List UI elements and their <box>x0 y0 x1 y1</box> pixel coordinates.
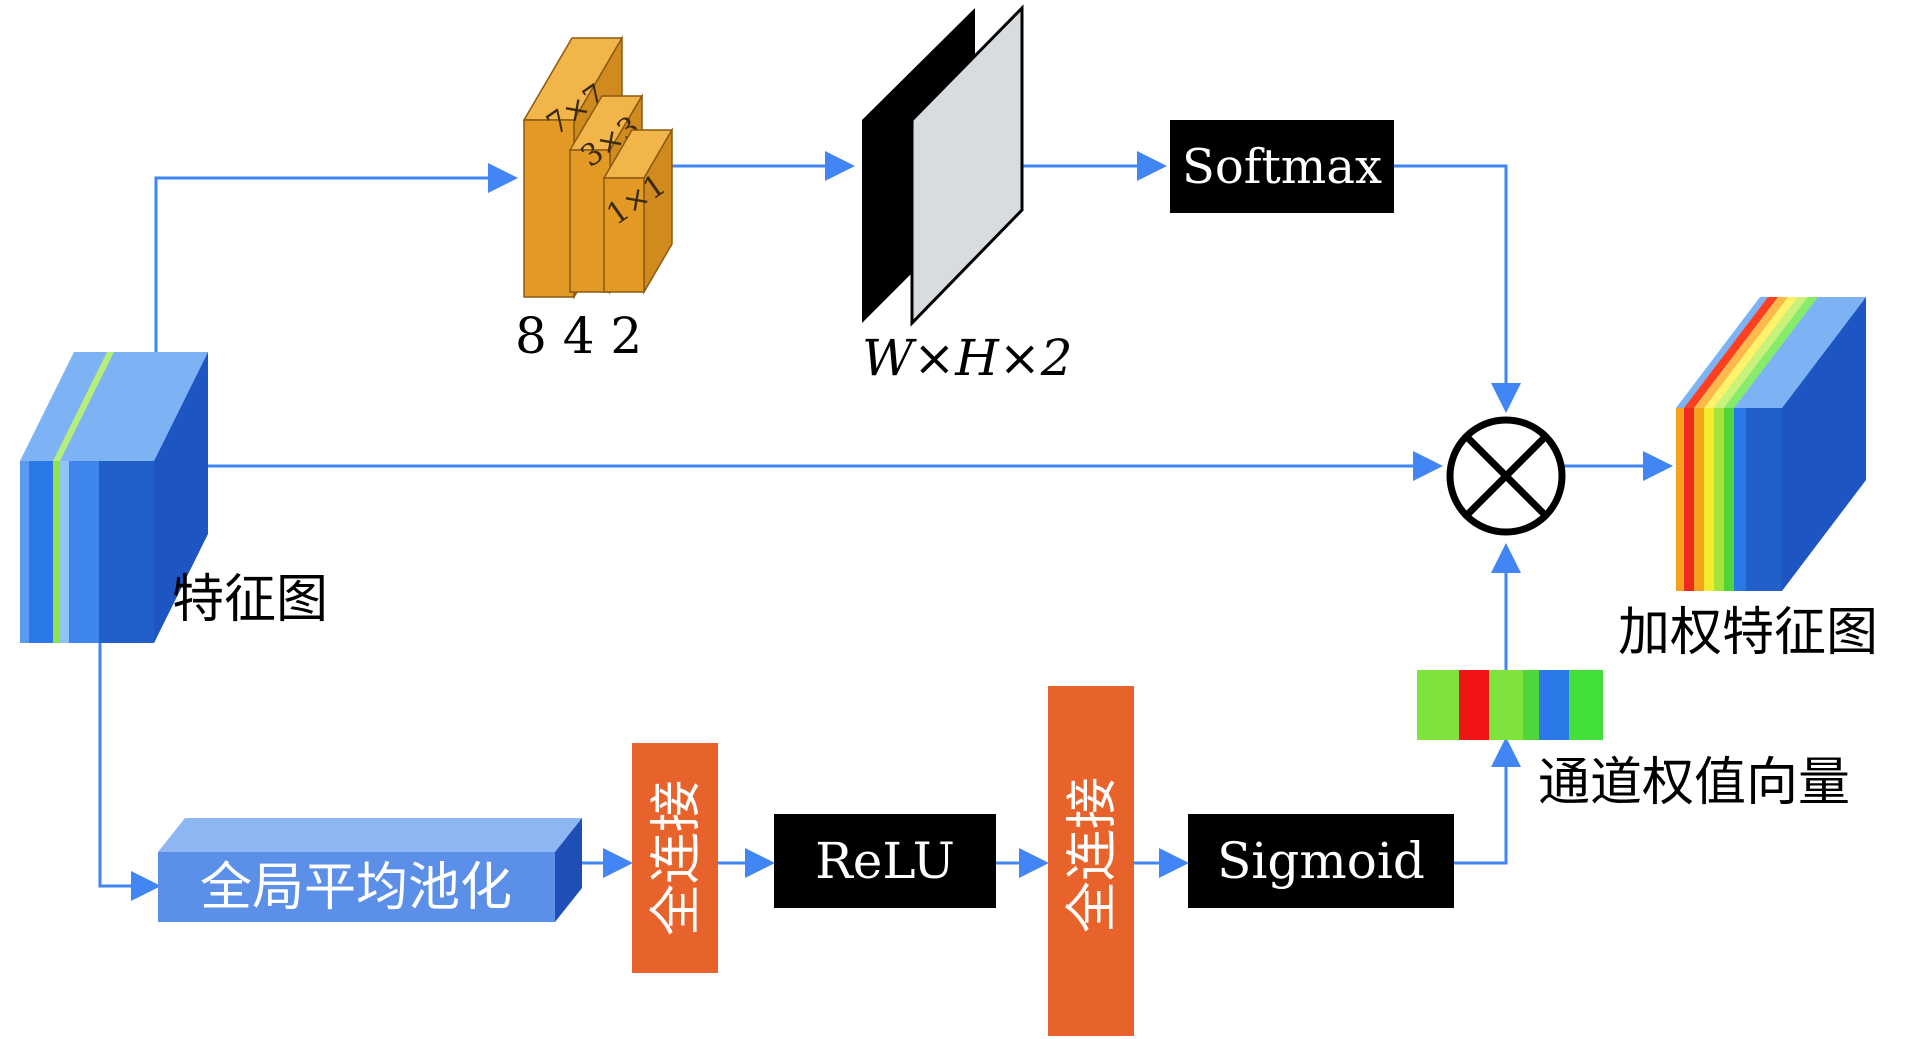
global-average-pooling-block: 全局平均池化 <box>158 818 582 922</box>
weight-vector-cell <box>1569 670 1603 740</box>
fully-connected-2: 全连接 <box>1048 686 1134 1036</box>
conv-kernel-stack: 7×7 3×3 1×1 8 4 2 <box>515 35 674 365</box>
arrow-feature-to-conv <box>154 163 518 352</box>
softmax-label: Softmax <box>1182 139 1382 195</box>
sigmoid-label: Sigmoid <box>1217 832 1425 890</box>
weighted-feature-map: 加权特征图 <box>1618 297 1878 663</box>
fully-connected-1: 全连接 <box>632 743 718 973</box>
attention-map-dims-label: W×H×2 <box>862 329 1073 387</box>
arrow-sigmoid-to-vector <box>1454 737 1521 865</box>
relu-block: ReLU <box>774 814 996 908</box>
attention-map-gray <box>910 4 1024 327</box>
weight-vector-cell <box>1489 670 1523 740</box>
weight-vector-cell <box>1523 670 1539 740</box>
sigmoid-block: Sigmoid <box>1188 814 1454 908</box>
channel-weight-vector <box>1417 670 1603 740</box>
weighted-feature-map-label: 加权特征图 <box>1618 603 1878 663</box>
weight-vector-cell <box>1459 670 1489 740</box>
gap-label: 全局平均池化 <box>200 858 512 918</box>
weight-vector-cell <box>1417 670 1459 740</box>
feature-map-label: 特征图 <box>172 570 328 630</box>
conv-count-label: 8 4 2 <box>515 307 642 365</box>
fc2-label: 全连接 <box>1063 777 1123 933</box>
input-feature-map: 特征图 <box>20 352 328 643</box>
softmax-block: Softmax <box>1170 120 1394 213</box>
conv-kernel-1x1: 1×1 <box>601 127 674 295</box>
channel-weight-vector-label: 通道权值向量 <box>1538 753 1850 813</box>
connectors <box>98 151 1673 901</box>
spatial-attention-map: W×H×2 <box>862 4 1073 387</box>
arrow-softmax-to-multiply <box>1394 164 1521 413</box>
arrow-feature-to-gap <box>98 643 161 901</box>
weight-vector-cell <box>1539 670 1569 740</box>
fc1-label: 全连接 <box>647 780 707 936</box>
relu-label: ReLU <box>815 832 955 890</box>
multiply-operator <box>1446 416 1566 536</box>
